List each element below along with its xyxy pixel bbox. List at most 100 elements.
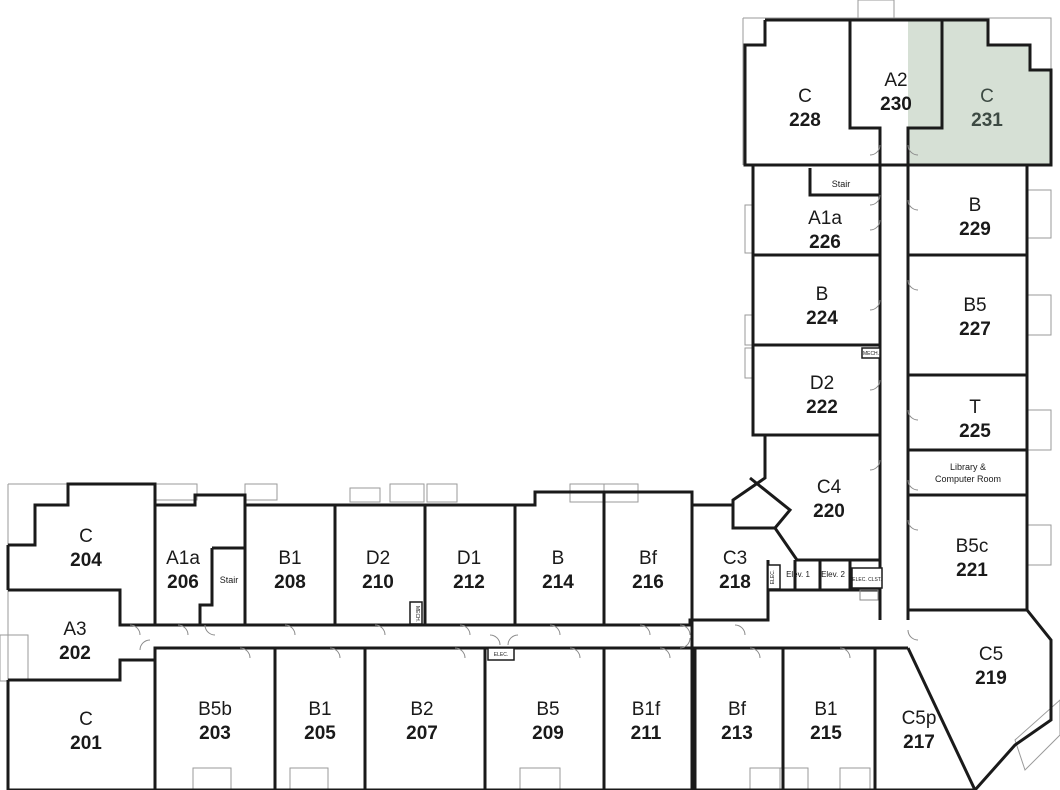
room-212[interactable]: D1 212 xyxy=(453,548,485,593)
room-type-label: C xyxy=(79,526,93,547)
room-number-label: 203 xyxy=(199,723,231,744)
room-number-label: 228 xyxy=(789,110,821,131)
elec-closet-label: ELEC. CLST. xyxy=(852,577,881,583)
room-type-label: Bf xyxy=(728,699,747,720)
library-label-line1: Library & xyxy=(950,462,986,472)
room-217[interactable]: C5p 217 xyxy=(902,708,937,753)
room-number-label: 213 xyxy=(721,723,753,744)
mech-label-lower: MECH. xyxy=(414,606,420,622)
room-216[interactable]: Bf 216 xyxy=(632,548,664,593)
elevator-1-label: Elev. 1 xyxy=(786,570,810,579)
room-205[interactable]: B1 205 xyxy=(304,699,336,744)
room-231-highlight xyxy=(908,20,1051,165)
elec-label-small: ELEC. xyxy=(770,570,776,584)
room-type-label: B5c xyxy=(956,536,989,557)
room-206[interactable]: A1a 206 xyxy=(166,548,200,593)
room-type-label: B1 xyxy=(814,699,837,720)
room-number-label: 230 xyxy=(880,94,912,115)
room-number-label: 229 xyxy=(959,219,991,240)
room-number-label: 212 xyxy=(453,572,485,593)
room-type-label: D2 xyxy=(366,548,390,569)
library-label-line2: Computer Room xyxy=(935,474,1001,484)
room-number-label: 210 xyxy=(362,572,394,593)
elevator-2-label: Elev. 2 xyxy=(821,570,845,579)
room-213[interactable]: Bf 213 xyxy=(721,699,753,744)
room-number-label: 220 xyxy=(813,501,845,522)
room-226[interactable]: A1a 226 xyxy=(808,208,842,253)
room-number-label: 227 xyxy=(959,319,991,340)
room-number-label: 219 xyxy=(975,668,1007,689)
room-203[interactable]: B5b 203 xyxy=(198,699,232,744)
room-number-label: 226 xyxy=(809,232,841,253)
door-swings xyxy=(129,144,919,659)
utility-boxes xyxy=(409,347,883,661)
room-218[interactable]: C3 218 xyxy=(719,548,751,593)
room-number-label: 217 xyxy=(903,732,935,753)
room-type-label: B xyxy=(816,284,829,305)
room-type-label: B5 xyxy=(963,295,986,316)
elec-label-lower: ELEC. xyxy=(494,652,508,658)
room-number-label: 214 xyxy=(542,572,574,593)
room-229[interactable]: B 229 xyxy=(959,195,991,240)
room-230[interactable]: A2 230 xyxy=(880,70,912,115)
room-number-label: 204 xyxy=(70,550,102,571)
room-type-label: C5 xyxy=(979,644,1003,665)
room-209[interactable]: B5 209 xyxy=(532,699,564,744)
room-number-label: 209 xyxy=(532,723,564,744)
room-224[interactable]: B 224 xyxy=(806,284,838,329)
room-221[interactable]: B5c 221 xyxy=(956,536,989,581)
room-type-label: B1 xyxy=(278,548,301,569)
room-number-label: 225 xyxy=(959,421,991,442)
room-type-label: D1 xyxy=(457,548,481,569)
room-208[interactable]: B1 208 xyxy=(274,548,306,593)
room-number-label: 211 xyxy=(631,723,662,744)
room-220[interactable]: C4 220 xyxy=(813,477,845,522)
room-type-label: C3 xyxy=(723,548,747,569)
room-225[interactable]: T 225 xyxy=(959,397,991,442)
room-231[interactable]: C 231 xyxy=(971,86,1003,131)
room-type-label: B5 xyxy=(536,699,559,720)
room-228[interactable]: C 228 xyxy=(789,86,821,131)
room-type-label: C xyxy=(798,86,812,107)
room-number-label: 206 xyxy=(167,572,199,593)
room-type-label: C4 xyxy=(817,477,842,498)
room-type-label: B2 xyxy=(410,699,433,720)
room-201[interactable]: C 201 xyxy=(70,709,102,754)
room-227[interactable]: B5 227 xyxy=(959,295,991,340)
room-222[interactable]: D2 222 xyxy=(806,373,838,418)
room-type-label: A1a xyxy=(166,548,200,569)
room-type-label: B1f xyxy=(632,699,661,720)
room-210[interactable]: D2 210 xyxy=(362,548,394,593)
room-type-label: T xyxy=(969,397,981,418)
room-number-label: 207 xyxy=(406,723,438,744)
walls xyxy=(6,18,1053,790)
room-number-label: 216 xyxy=(632,572,664,593)
mech-label-upper: MECH. xyxy=(863,351,879,357)
room-type-label: B1 xyxy=(308,699,331,720)
room-type-label: B5b xyxy=(198,699,232,720)
room-214[interactable]: B 214 xyxy=(542,548,574,593)
room-type-label: A1a xyxy=(808,208,842,229)
room-211[interactable]: B1f 211 xyxy=(631,699,662,744)
room-number-label: 208 xyxy=(274,572,306,593)
room-202[interactable]: A3 202 xyxy=(59,619,91,664)
room-type-label: D2 xyxy=(810,373,834,394)
room-207[interactable]: B2 207 xyxy=(406,699,438,744)
room-type-label: A3 xyxy=(63,619,86,640)
room-number-label: 221 xyxy=(956,560,988,581)
room-number-label: 205 xyxy=(304,723,336,744)
room-number-label: 222 xyxy=(806,397,838,418)
room-215[interactable]: B1 215 xyxy=(810,699,842,744)
room-type-label: A2 xyxy=(884,70,907,91)
room-type-label: C5p xyxy=(902,708,937,729)
room-type-label: C xyxy=(79,709,93,730)
room-204[interactable]: C 204 xyxy=(70,526,102,571)
room-number-label: 215 xyxy=(810,723,842,744)
room-type-label: C xyxy=(980,86,994,107)
room-219[interactable]: C5 219 xyxy=(975,644,1007,689)
room-type-label: Bf xyxy=(639,548,658,569)
room-type-label: B xyxy=(552,548,565,569)
room-number-label: 201 xyxy=(70,733,102,754)
